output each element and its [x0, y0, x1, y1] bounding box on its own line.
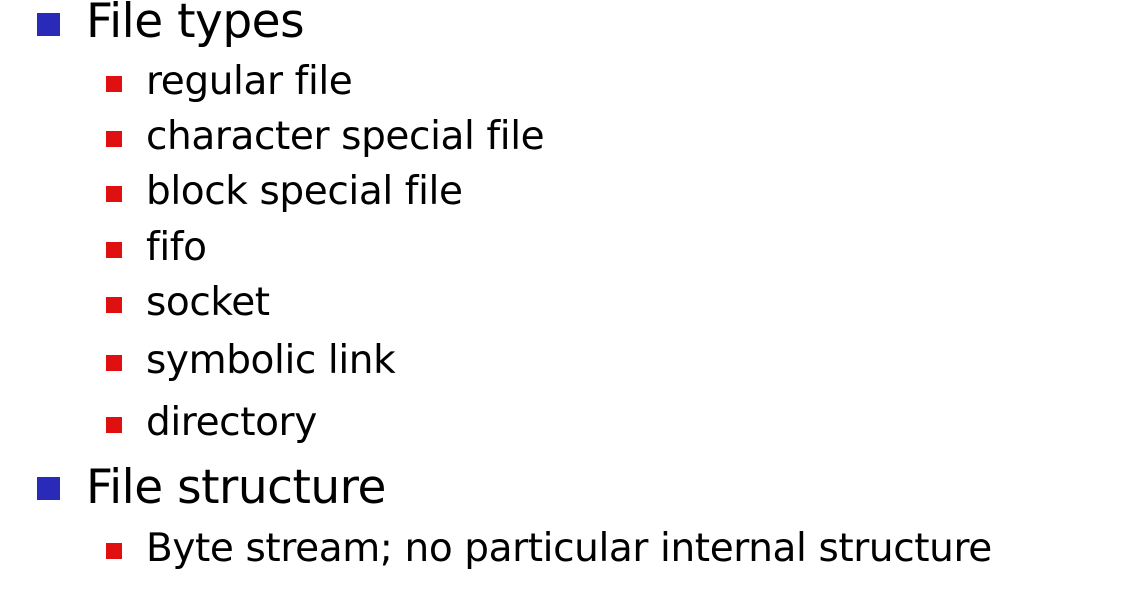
sub-bullet-text: symbolic link: [146, 338, 396, 383]
sub-bullet-text: directory: [146, 400, 317, 445]
square-bullet-icon: [106, 417, 122, 433]
square-bullet-icon: [106, 186, 122, 202]
bullet-text: File types: [86, 0, 305, 49]
bullet-text: File structure: [86, 460, 386, 515]
square-bullet-icon: [106, 355, 122, 371]
square-bullet-icon: [106, 543, 122, 559]
square-bullet-icon: [106, 131, 122, 147]
square-bullet-icon: [37, 13, 60, 36]
square-bullet-icon: [37, 477, 60, 500]
square-bullet-icon: [106, 297, 122, 313]
sub-bullet-text: character special file: [146, 114, 545, 159]
sub-bullet-text: socket: [146, 280, 270, 325]
sub-bullet-text: regular file: [146, 59, 353, 104]
square-bullet-icon: [106, 242, 122, 258]
sub-bullet-text: Byte stream; no particular internal stru…: [146, 526, 992, 571]
square-bullet-icon: [106, 76, 122, 92]
sub-bullet-text: block special file: [146, 169, 463, 214]
sub-bullet-text: fifo: [146, 225, 207, 270]
